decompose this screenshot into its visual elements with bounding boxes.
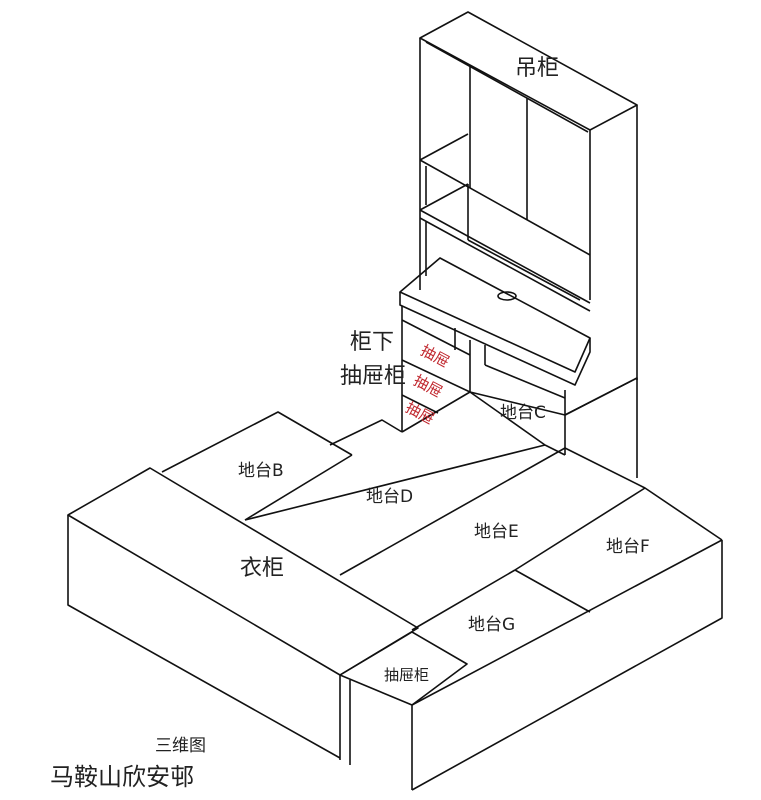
label-platform-b: 地台B xyxy=(238,461,284,481)
label-wardrobe: 衣柜 xyxy=(240,556,285,581)
hanging-cabinet xyxy=(419,11,638,380)
label-drawer-cabinet: 抽屉柜 xyxy=(384,666,430,684)
drawer-cabinet xyxy=(339,631,468,790)
label-platform-f: 地台F xyxy=(606,537,650,557)
project-name: 马鞍山欣安邨 xyxy=(50,763,194,791)
label-platform-c: 地台C xyxy=(500,403,546,423)
label-under-cabinet-1: 柜下 xyxy=(350,330,395,355)
label-under-cabinet-2: 抽屉柜 xyxy=(340,364,407,389)
platform-outline xyxy=(161,377,723,791)
view-title: 三维图 xyxy=(155,736,206,756)
label-platform-e: 地台E xyxy=(474,522,519,542)
label-platform-g: 地台G xyxy=(468,615,516,635)
label-platform-d: 地台D xyxy=(366,487,414,507)
label-hanging-cabinet: 吊柜 xyxy=(515,56,560,81)
wardrobe xyxy=(67,467,419,765)
